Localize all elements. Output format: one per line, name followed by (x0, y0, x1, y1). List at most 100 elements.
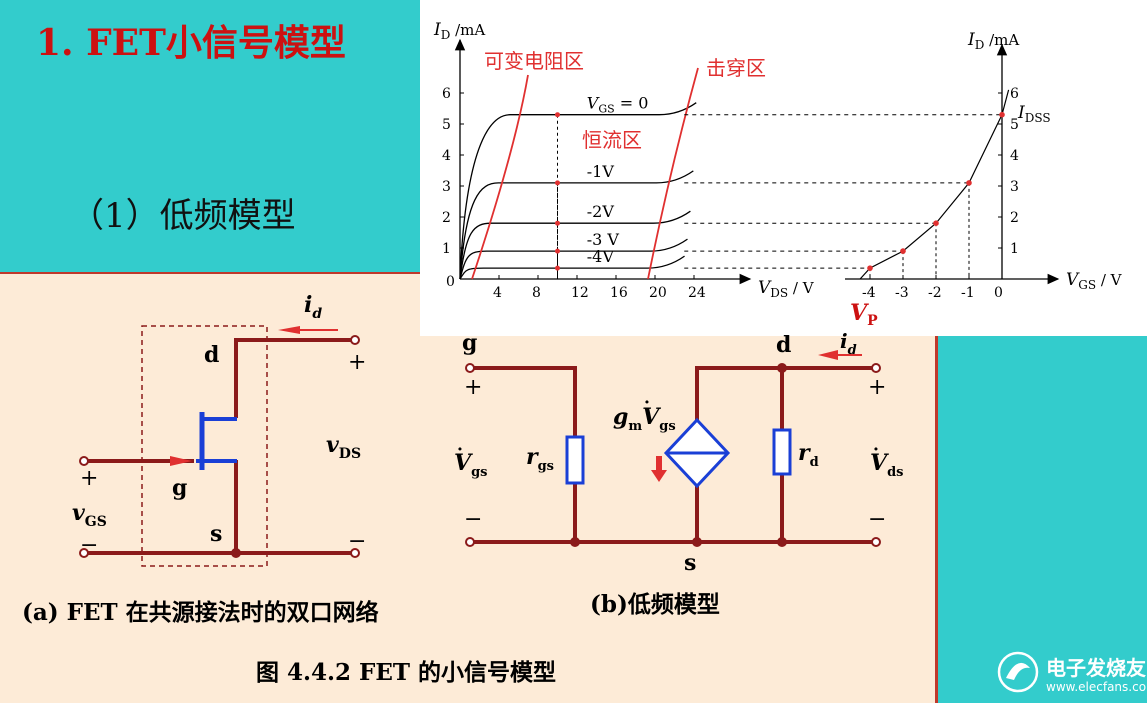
watermark-url: www.elecfans.com (1046, 680, 1147, 694)
watermark: 电子发烧友 www.elecfans.com (996, 650, 1147, 698)
source-left-terminal-b (465, 537, 475, 547)
drain-node (777, 363, 787, 373)
variable-resistance-region-label: 可变电阻区 (484, 49, 584, 73)
constant-current-region-label: 恒流区 (582, 128, 642, 152)
gate-voltage-label: -1V (587, 162, 615, 181)
right-y-tick-label: 1 (1010, 241, 1019, 257)
transfer-point (966, 180, 972, 186)
source-left-terminal (79, 548, 89, 558)
output-curve (459, 210, 691, 280)
left-x-tick-label: 24 (688, 285, 706, 301)
left-y-tick-label: 6 (442, 86, 451, 102)
variable-resistance-boundary (471, 74, 529, 280)
operating-point (555, 248, 560, 254)
left-y-axis-label: ID /mA (433, 20, 485, 42)
right-y-tick-label: 6 (1010, 86, 1019, 102)
idss-label: IDSS (1017, 103, 1051, 125)
left-x-tick-label: 4 (493, 285, 502, 301)
drain-label: d (204, 342, 219, 368)
vgs-label-b: Vgs (454, 450, 488, 480)
gate-terminal-b (465, 363, 475, 373)
left-y-tick-label: 3 (442, 179, 451, 195)
drain-terminal-b (871, 363, 881, 373)
right-y-axis-label: ID /mA (967, 30, 1019, 52)
rd-resistor-icon (772, 428, 792, 476)
left-x-tick-label: 8 (532, 285, 541, 301)
vds-label: vDS (326, 432, 361, 462)
breakdown-region-label: 击穿区 (706, 56, 766, 80)
right-x-tick-label: -3 (895, 285, 909, 301)
transconductance-label: gmVgs (613, 404, 676, 434)
source-node (231, 548, 241, 558)
source-label-b: s (684, 550, 696, 576)
output-curve (459, 238, 688, 280)
drain-wire (234, 338, 352, 368)
drain-current-label: id (304, 292, 322, 322)
drain-current-arrow-icon (278, 326, 300, 334)
figure-caption: 图 4.4.2 FET 的小信号模型 (256, 659, 556, 686)
gate-arrow-icon (170, 456, 192, 466)
drain-label-b: d (776, 332, 791, 358)
right-y-tick-label: 2 (1010, 210, 1019, 226)
source-node-right (777, 537, 787, 547)
transfer-point (900, 248, 906, 254)
rgs-label: rgs (526, 444, 554, 474)
vds-label-b: Vds (870, 450, 904, 480)
right-x-tick-label: -2 (928, 285, 942, 301)
source-label: s (210, 521, 222, 547)
vds-dot-b: · (873, 440, 879, 460)
transfer-point (999, 111, 1005, 118)
left-x-axis-label: VDS / V (758, 278, 815, 300)
left-x-tick-label: 20 (649, 285, 667, 301)
source-node-left (570, 537, 580, 547)
slide-title: 1. FET小信号模型 (36, 22, 346, 64)
gate-wire-b (472, 366, 577, 437)
input-plus-sign-b: + (464, 375, 482, 400)
output-curve (459, 255, 685, 280)
left-y-tick-label: 4 (442, 148, 451, 164)
gate-terminal (79, 456, 89, 466)
drain-wire-b (695, 366, 874, 420)
transfer-curve (859, 89, 1010, 280)
output-minus-sign: − (348, 529, 366, 554)
source-node-mid (692, 537, 702, 547)
gm-vgs-dot: · (644, 393, 650, 413)
drain-current-arrow-b-icon (818, 350, 838, 360)
right-x-tick-label: 0 (994, 285, 1003, 301)
gate-voltage-label: VGS = 0 (587, 94, 649, 116)
source-right-terminal (350, 548, 360, 558)
caption-b: (b)低频模型 (590, 591, 720, 618)
output-curve (459, 170, 694, 280)
output-plus-sign-b: + (868, 375, 886, 400)
input-minus-sign-b: − (464, 507, 482, 532)
drain-current-label-b: id (840, 329, 857, 358)
low-frequency-model-diagram: g d s id + − + − · Vgs rgs gmVgs · rd · … (454, 329, 904, 576)
vgs-label: vGS (72, 500, 107, 530)
rd-label: rd (798, 440, 819, 470)
slide-subtitle: （1）低频模型 (70, 196, 296, 236)
right-x-axis-label: VGS / V (1066, 270, 1123, 292)
vgs-dot-b: · (457, 440, 463, 460)
breakdown-boundary (647, 67, 699, 280)
output-minus-sign-b: − (868, 507, 886, 532)
gate-label: g (172, 475, 187, 501)
rgs-resistor-icon (565, 435, 585, 485)
watermark-brand: 电子发烧友 (1046, 656, 1146, 680)
operating-point (555, 265, 560, 271)
left-x-tick-label: 12 (571, 285, 589, 301)
output-curve (459, 102, 697, 280)
elecfans-logo-icon (997, 651, 1039, 693)
left-y-tick-label: 2 (442, 210, 451, 226)
pinch-off-voltage-label: VP (850, 300, 878, 329)
input-plus-sign: + (80, 466, 98, 491)
left-origin-label: 0 (446, 274, 455, 290)
two-port-network-diagram: id d g s + − + − vDS vGS (72, 292, 366, 567)
left-y-tick-label: 5 (442, 117, 451, 133)
transfer-point (933, 220, 939, 226)
operating-point (555, 112, 560, 118)
caption-a: (a) FET 在共源接法时的双口网络 (22, 599, 379, 626)
right-x-tick-label: -1 (961, 285, 975, 301)
drain-terminal (350, 335, 360, 345)
